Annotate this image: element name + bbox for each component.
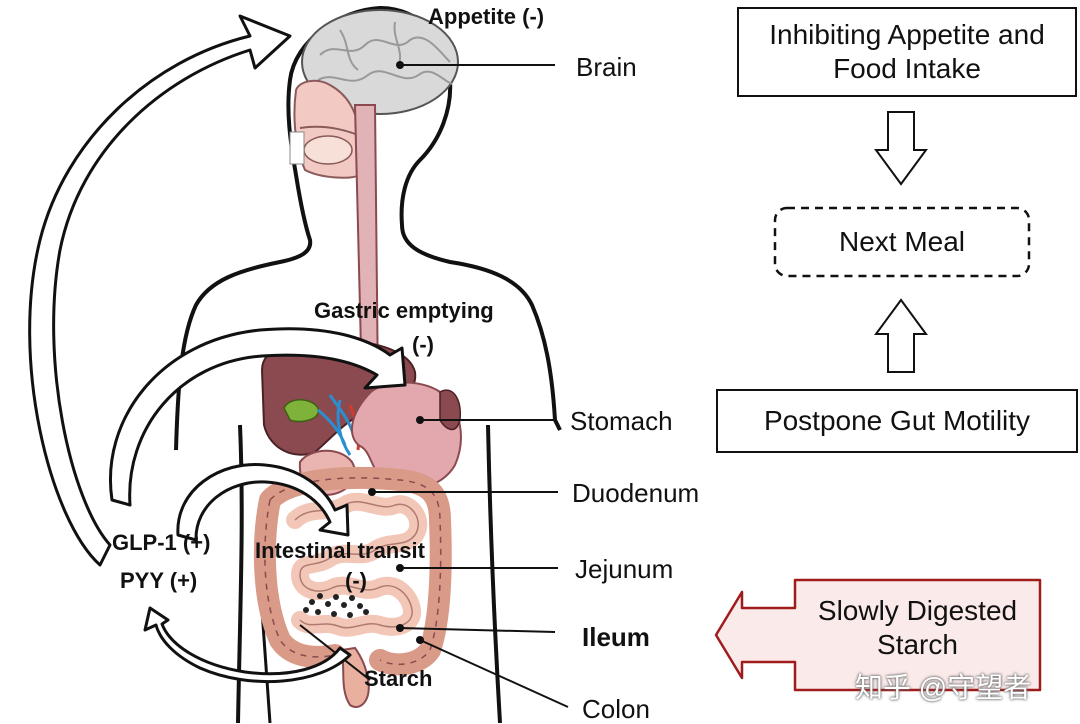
spleen-organ: [439, 389, 461, 431]
gastric-emptying-label: Gastric emptying: [314, 298, 494, 323]
inhibit-appetite-line1: Inhibiting Appetite and: [769, 18, 1045, 50]
head-interior: [289, 79, 361, 179]
brain-organ: [301, 9, 459, 115]
starch-particles: [303, 593, 369, 618]
ileum-label: Ileum: [582, 622, 650, 652]
postpone-motility-text: Postpone Gut Motility: [717, 390, 1077, 452]
pyy-label: PYY (+): [120, 568, 198, 593]
duodenum-label: Duodenum: [572, 478, 700, 508]
next-meal-box: [773, 206, 1031, 278]
up-arrow: [874, 298, 928, 373]
slowly-digested-line2: Starch: [877, 629, 958, 660]
inhibit-appetite-line2: Food Intake: [833, 53, 981, 84]
jejunum-label: Jejunum: [575, 554, 674, 584]
gastric-emptying-sign: (-): [412, 332, 434, 357]
inhibit-appetite-box: [737, 7, 1077, 97]
leader-lines: [299, 64, 569, 708]
stomach-label: Stomach: [570, 406, 673, 436]
inhibit-appetite-text: Inhibiting Appetite and Food Intake: [738, 8, 1076, 96]
slowly-digested-starch-arrow: [714, 578, 1042, 692]
slowly-digested-line1: Slowly Digested: [817, 594, 1018, 626]
intestinal-transit-sign: (-): [345, 568, 367, 593]
gastric-emptying-arrow: [109, 327, 407, 507]
duodenum-pointer-dot: [368, 488, 376, 496]
brain-pointer-dot: [396, 61, 404, 69]
watermark: 知乎 @守望者: [855, 672, 1032, 703]
appetite-label: Appetite (-): [428, 4, 545, 29]
next-meal-label: Next Meal: [838, 225, 966, 257]
postpone-motility-box: [716, 389, 1078, 453]
right-arm-inner: [486, 424, 502, 723]
starch-to-hormone-arrow: [143, 606, 352, 684]
starch-label: Starch: [364, 666, 433, 691]
next-meal-text: Next Meal: [775, 208, 1029, 276]
ileum-pointer-dot: [396, 624, 404, 632]
postpone-motility-label: Postpone Gut Motility: [763, 404, 1031, 436]
brain-label: Brain: [576, 52, 637, 82]
gallbladder-organ: [283, 399, 320, 423]
slowly-digested-starch-text: Slowly Digested Starch: [795, 586, 1040, 670]
stomach-pointer-dot: [416, 416, 424, 424]
intestinal-transit-arrow: [176, 462, 350, 542]
glp1-label: GLP-1 (+): [112, 530, 211, 555]
jejunum-pointer-dot: [396, 564, 404, 572]
down-arrow: [874, 111, 928, 186]
small-intestine-organ: [286, 492, 428, 637]
colon-pointer-dot: [416, 636, 424, 644]
hormone-to-brain-arrow: [28, 14, 292, 567]
colon-label: Colon: [582, 694, 650, 724]
intestinal-transit-label: Intestinal transit: [255, 538, 425, 563]
